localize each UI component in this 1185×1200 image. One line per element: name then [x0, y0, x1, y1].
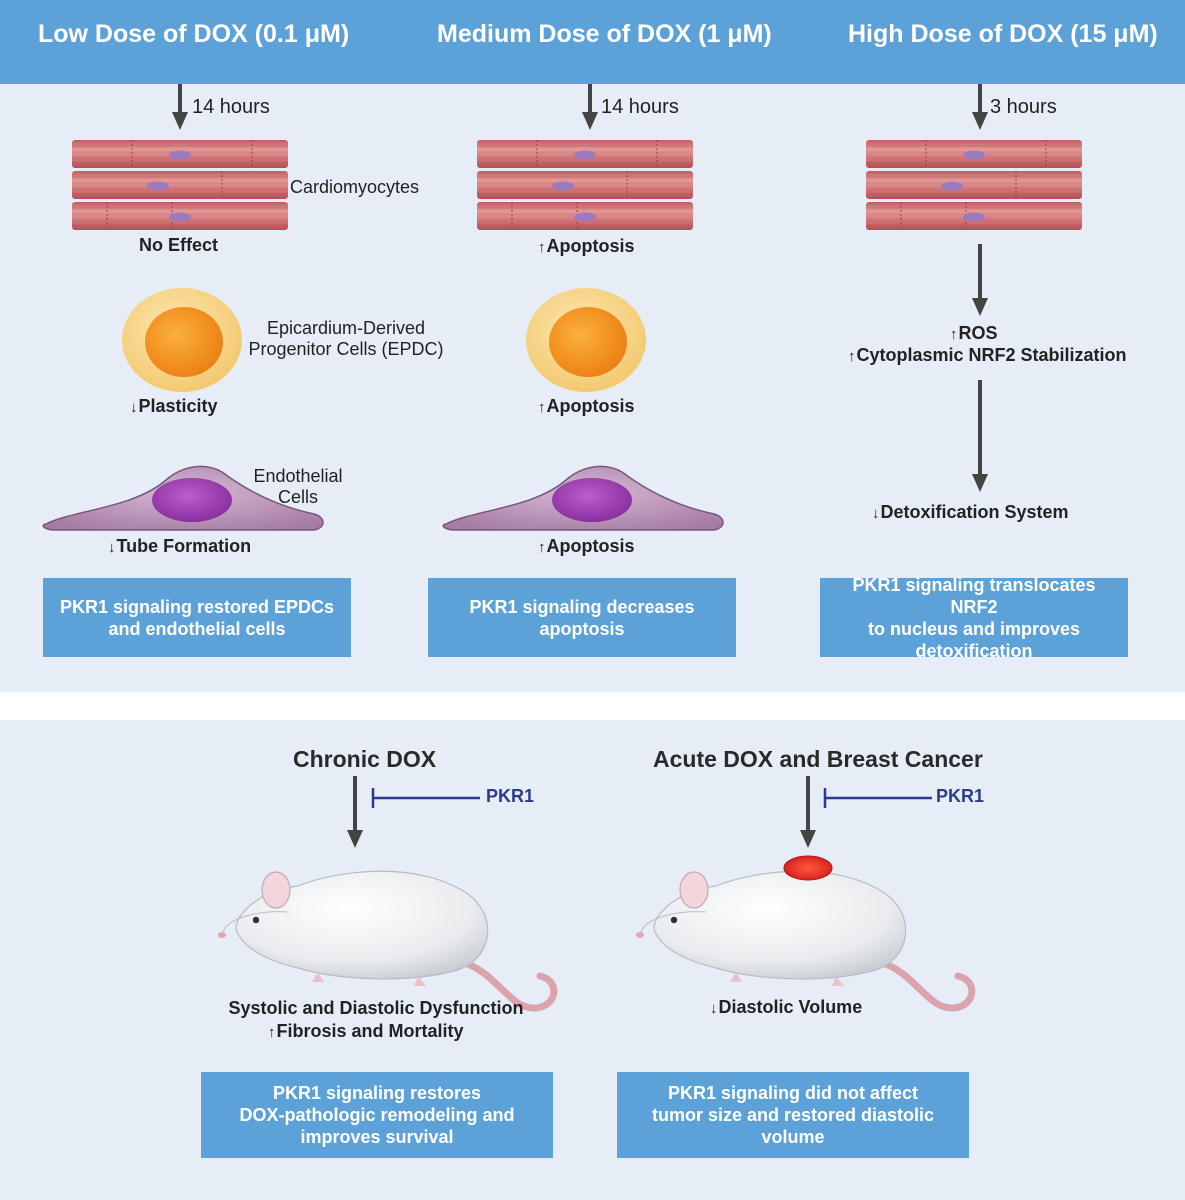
- in-vivo-panel: [0, 720, 1185, 1200]
- high-nrf2-text: Cytoplasmic NRF2 Stabilization: [856, 345, 1127, 365]
- chronic-effect-line2-text: Fibrosis and Mortality: [276, 1021, 464, 1041]
- acute-arrow: [800, 776, 816, 848]
- low-epdc-effect-text: Plasticity: [138, 396, 218, 416]
- high-detox-arrow: [972, 380, 988, 492]
- low-summary-box: PKR1 signaling restored EPDCs and endoth…: [43, 578, 351, 657]
- medium-dose-title: Medium Dose of DOX (1 μM): [437, 20, 772, 48]
- chronic-inhibition-line: [371, 788, 480, 808]
- low-time-arrow: [172, 84, 188, 130]
- cardiomyocytes-label: Cardiomyocytes: [290, 177, 420, 197]
- low-time-label: 14 hours: [192, 96, 270, 118]
- up-arrow-icon: ↑: [268, 1024, 276, 1041]
- medium-epdc-effect-text: Apoptosis: [546, 396, 635, 416]
- acute-pkr1-label: PKR1: [936, 786, 985, 806]
- up-arrow-icon: ↑: [538, 239, 546, 256]
- high-detox-effect: ↓Detoxification System: [872, 502, 1069, 523]
- header-bar: Low Dose of DOX (0.1 μM) Medium Dose of …: [0, 0, 1185, 84]
- low-endothelial-effect-text: Tube Formation: [116, 536, 252, 556]
- chronic-rat-illustration: [218, 850, 548, 990]
- epdc-label-line2: Progenitor Cells (EPDC): [248, 339, 444, 359]
- down-arrow-icon: ↓: [710, 1000, 718, 1017]
- endothelial-label-line2: Cells: [277, 487, 318, 507]
- high-detox-text: Detoxification System: [880, 502, 1069, 522]
- acute-effect: ↓Diastolic Volume: [710, 997, 862, 1018]
- high-nrf2-effect: ↑Cytoplasmic NRF2 Stabilization: [848, 345, 1127, 366]
- up-arrow-icon: ↑: [950, 326, 958, 343]
- medium-epdc-illustration: [526, 288, 646, 392]
- medium-endothelial-effect-text: Apoptosis: [546, 536, 635, 556]
- medium-cardio-effect: ↑Apoptosis: [538, 236, 635, 257]
- acute-summary-box: PKR1 signaling did not affect tumor size…: [617, 1072, 969, 1158]
- low-epdc-illustration: [122, 288, 242, 392]
- acute-effect-text: Diastolic Volume: [718, 997, 863, 1017]
- endothelial-label: Endothelial Cells: [244, 466, 352, 508]
- up-arrow-icon: ↑: [848, 348, 856, 365]
- high-cardiomyocytes-illustration: [866, 140, 1082, 232]
- up-arrow-icon: ↑: [538, 399, 546, 416]
- high-ros-effect: ↑ROS: [950, 323, 998, 344]
- tumor-icon: [783, 855, 833, 881]
- medium-summary-box: PKR1 signaling decreases apoptosis: [428, 578, 736, 657]
- medium-time-arrow: [582, 84, 598, 130]
- low-dose-title: Low Dose of DOX (0.1 μM): [38, 20, 350, 48]
- down-arrow-icon: ↓: [108, 539, 116, 556]
- acute-rat-illustration: [636, 855, 966, 990]
- high-time-arrow: [972, 84, 988, 130]
- chronic-title: Chronic DOX: [293, 746, 437, 772]
- high-summary-box: PKR1 signaling translocates NRF2 to nucl…: [820, 575, 1128, 661]
- down-arrow-icon: ↓: [872, 505, 880, 522]
- medium-endothelial-illustration: [442, 465, 724, 531]
- epdc-label-line1: Epicardium-Derived: [266, 318, 426, 338]
- medium-epdc-effect: ↑Apoptosis: [538, 396, 635, 417]
- low-cardiomyocytes-illustration: [72, 140, 288, 232]
- chronic-summary-box: PKR1 signaling restores DOX-pathologic r…: [201, 1072, 553, 1158]
- medium-endothelial-effect: ↑Apoptosis: [538, 536, 635, 557]
- endothelial-label-line1: Endothelial: [253, 466, 343, 486]
- low-endothelial-effect: ↓Tube Formation: [108, 536, 251, 557]
- acute-inhibition-line: [823, 788, 932, 808]
- high-dose-title: High Dose of DOX (15 μM): [848, 20, 1158, 48]
- acute-title: Acute DOX and Breast Cancer: [653, 746, 983, 772]
- chronic-effect-line1: Systolic and Diastolic Dysfunction: [228, 998, 524, 1018]
- chronic-pkr1-label: PKR1: [486, 786, 535, 806]
- up-arrow-icon: ↑: [538, 539, 546, 556]
- high-ros-arrow: [972, 244, 988, 316]
- medium-time-label: 14 hours: [601, 96, 679, 118]
- medium-cardiomyocytes-illustration: [477, 140, 693, 232]
- high-time-label: 3 hours: [990, 96, 1057, 118]
- down-arrow-icon: ↓: [130, 399, 138, 416]
- high-ros-text: ROS: [958, 323, 998, 343]
- medium-cardio-effect-text: Apoptosis: [546, 236, 635, 256]
- epdc-label: Epicardium-Derived Progenitor Cells (EPD…: [248, 318, 444, 360]
- low-cardio-effect: No Effect: [139, 235, 219, 255]
- low-epdc-effect: ↓Plasticity: [130, 396, 218, 417]
- chronic-arrow: [347, 776, 363, 848]
- chronic-effect-line2: ↑Fibrosis and Mortality: [268, 1021, 464, 1042]
